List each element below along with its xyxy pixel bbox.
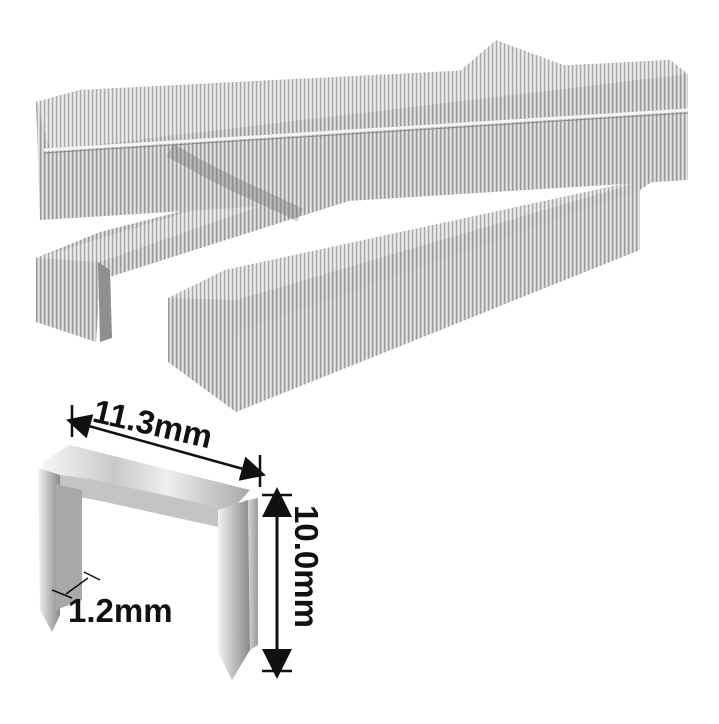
thickness-label: 1.2mm: [68, 592, 173, 629]
height-label: 10.0mm: [288, 505, 325, 628]
thickness-dimension: [51, 571, 101, 599]
height-dimension: [262, 487, 292, 679]
staple-strip-right: [168, 176, 660, 412]
single-staple: [38, 445, 258, 680]
staple-strip-top: [36, 60, 689, 222]
width-dimension: [65, 405, 267, 487]
